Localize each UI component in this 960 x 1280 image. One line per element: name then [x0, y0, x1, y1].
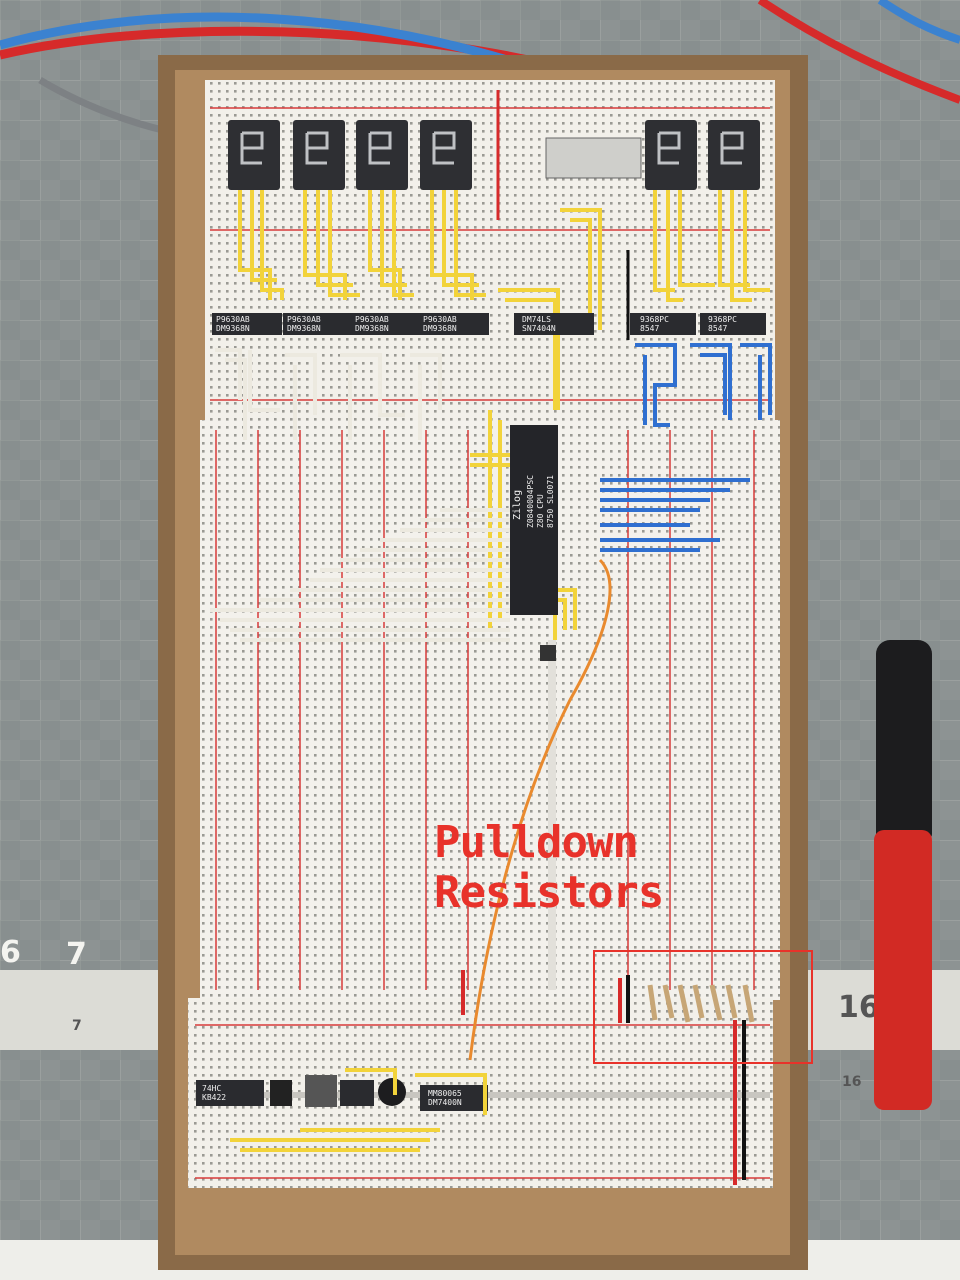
- cpu-date-label: 8750 SL0071: [546, 475, 555, 528]
- ruler-mark: 7: [72, 1018, 82, 1034]
- inverter-chip-label: DM74LS SN7404N: [522, 315, 556, 333]
- nand-chip-label: MM80065 DM7400N: [428, 1089, 462, 1107]
- annotation-line-2: Resistors: [434, 867, 664, 918]
- pulldown-resistors: [647, 984, 755, 1023]
- z80-cpu-chip: [510, 425, 558, 615]
- ruler-mark: 6: [0, 935, 21, 970]
- decoder-chip-label: 9368PC 8547: [640, 315, 669, 333]
- cpu-part-label: Z0840004PSC: [526, 475, 535, 528]
- decoder-chip-label: P9630AB DM9368N: [423, 315, 457, 333]
- marker-pen: [868, 640, 938, 1110]
- decoder-chips: [212, 313, 766, 335]
- pulldown-resistors-annotation: Pulldown Resistors: [434, 818, 774, 918]
- decoder-chip-label: P9630AB DM9368N: [355, 315, 389, 333]
- white-wires: [210, 348, 510, 642]
- ruler-mark: 16: [838, 990, 880, 1025]
- cpu-type-label: Z80 CPU: [536, 494, 545, 528]
- dip-switch: [545, 137, 642, 179]
- pulldown-resistors-callout: [593, 950, 813, 1064]
- decoder-chip-label: P9630AB DM9368N: [287, 315, 321, 333]
- annotation-line-1: Pulldown: [434, 817, 639, 868]
- cpu-brand-label: Zilog: [512, 489, 523, 520]
- logic-chip-label: 74HC KB422: [202, 1084, 227, 1102]
- ruler-mark: 16: [842, 1074, 862, 1090]
- decoder-chip-label: 9368PC 8547: [708, 315, 737, 333]
- blue-wires: [600, 343, 772, 552]
- orange-wire: [468, 558, 612, 1061]
- decoder-chip-label: P9630AB DM9368N: [216, 315, 250, 333]
- ruler-mark: 7: [66, 937, 87, 972]
- lower-board-parts: [196, 645, 556, 1111]
